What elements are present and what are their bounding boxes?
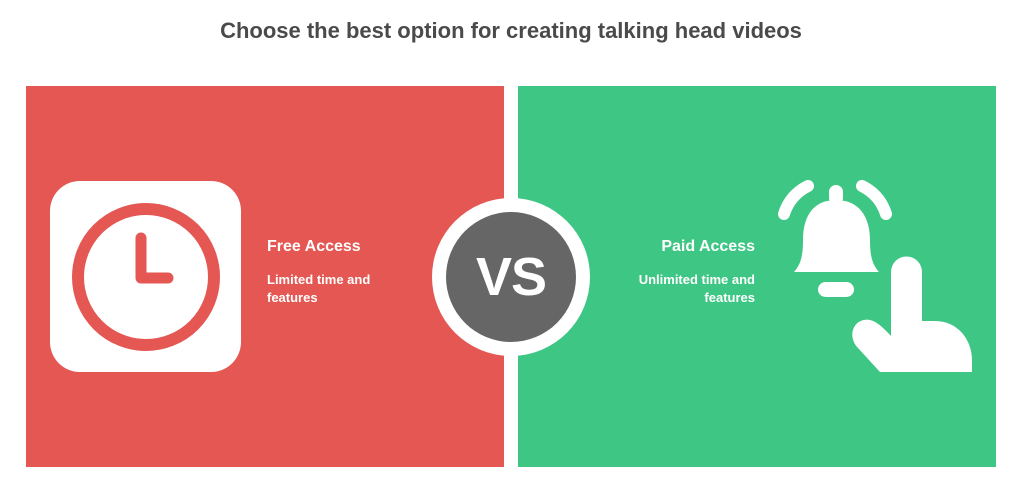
vs-badge xyxy=(432,198,590,356)
free-access-description: Limited time and features xyxy=(267,272,371,305)
page-title: Choose the best option for creating talk… xyxy=(220,18,802,43)
paid-access-heading: Paid Access xyxy=(661,238,755,255)
clock-icon xyxy=(50,181,241,372)
free-access-heading: Free Access xyxy=(267,238,361,255)
paid-access-description: Unlimited time and features xyxy=(638,272,755,305)
vs-label: VS xyxy=(475,247,547,307)
bell-hand-icon xyxy=(778,180,972,372)
